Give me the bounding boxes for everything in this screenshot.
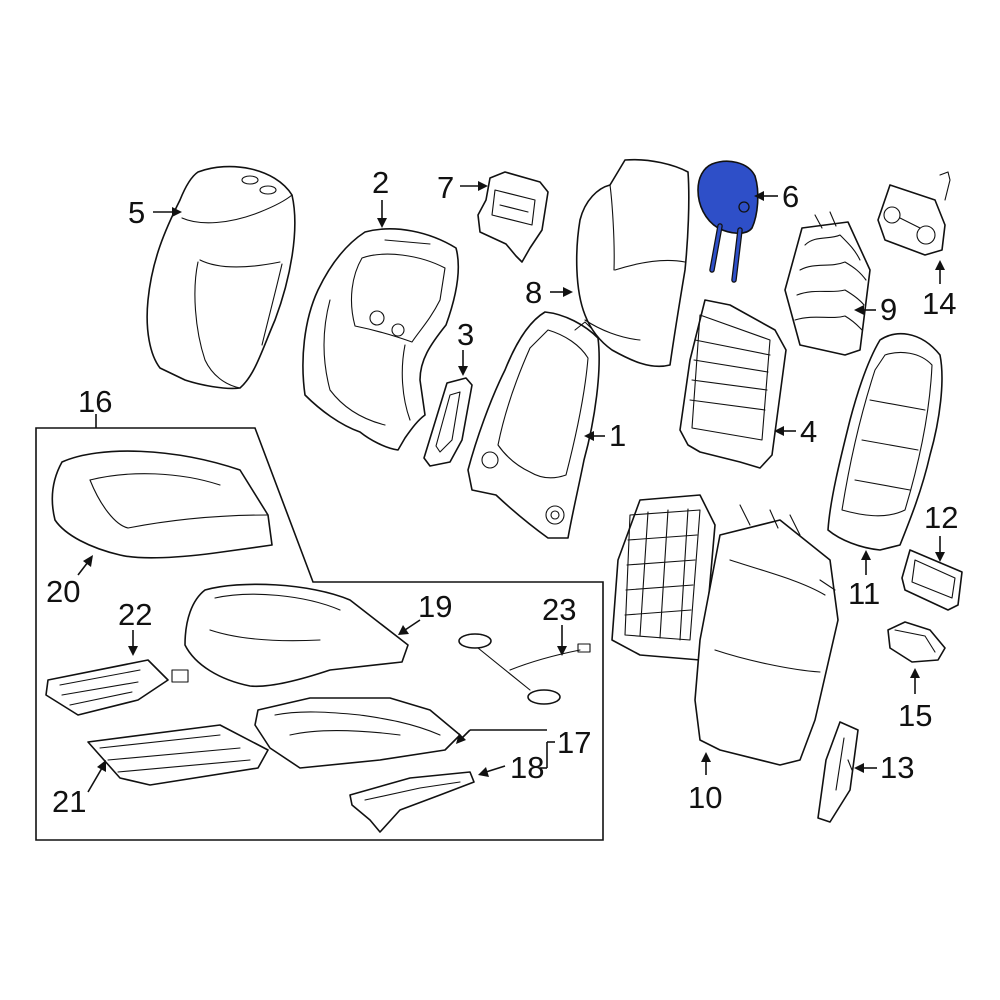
callout-6[interactable]: 6 (782, 179, 799, 214)
callout-14[interactable]: 14 (922, 286, 956, 321)
part-5-backrest-cover[interactable] (146, 165, 296, 390)
part-22-heater-mat[interactable] (45, 659, 189, 716)
callout-22[interactable]: 22 (118, 597, 152, 632)
part-21-seat-panel[interactable] (87, 724, 269, 786)
callout-19[interactable]: 19 (418, 589, 452, 624)
callout-23[interactable]: 23 (542, 592, 576, 627)
part-10-rear-assembly[interactable] (611, 494, 839, 766)
callout-18[interactable]: 18 (510, 750, 544, 785)
part-11-rear-panel[interactable] (827, 333, 943, 551)
group-16-frame (35, 427, 604, 841)
part-13-side-strip[interactable] (817, 721, 859, 823)
callout-2[interactable]: 2 (372, 165, 389, 200)
part-1-backrest-frame[interactable] (467, 311, 600, 539)
callout-labels: 5 2 7 3 1 8 6 4 9 14 11 12 15 13 10 16 2… (46, 165, 958, 819)
callout-20[interactable]: 20 (46, 574, 80, 609)
callout-8[interactable]: 8 (525, 275, 542, 310)
part-19-cushion-pad[interactable] (184, 583, 409, 688)
part-23-sensor[interactable] (458, 633, 591, 705)
part-12-clip[interactable] (901, 549, 963, 611)
callout-16[interactable]: 16 (78, 384, 112, 419)
part-9-spring-mat[interactable] (784, 211, 871, 356)
callout-10[interactable]: 10 (688, 780, 722, 815)
leader-lines (77, 181, 945, 793)
part-17-cushion-frame[interactable] (254, 697, 461, 769)
callout-9[interactable]: 9 (880, 292, 897, 327)
callout-4[interactable]: 4 (800, 414, 817, 449)
part-4-backrest-panel[interactable] (679, 299, 787, 469)
callout-11[interactable]: 11 (848, 576, 880, 611)
callout-17[interactable]: 17 (557, 725, 591, 760)
part-18-trim[interactable] (349, 771, 475, 833)
callout-13[interactable]: 13 (880, 750, 914, 785)
part-2-backrest-shell[interactable] (302, 228, 459, 451)
part-8-backrest-pad[interactable] (575, 158, 690, 368)
callout-3[interactable]: 3 (457, 317, 474, 352)
callout-7[interactable]: 7 (437, 170, 454, 205)
callout-15[interactable]: 15 (898, 698, 932, 733)
callout-1[interactable]: 1 (609, 418, 626, 453)
part-20-cushion-cover[interactable] (51, 450, 273, 559)
part-15-switch[interactable] (887, 621, 946, 663)
callout-12[interactable]: 12 (924, 500, 958, 535)
callout-5[interactable]: 5 (128, 195, 145, 230)
callout-21[interactable]: 21 (52, 784, 86, 819)
part-3-side-trim[interactable] (423, 377, 473, 467)
part-7-bracket[interactable] (477, 171, 549, 263)
part-6-headrest[interactable] (697, 160, 759, 283)
part-14-lumbar-module[interactable] (877, 171, 951, 256)
